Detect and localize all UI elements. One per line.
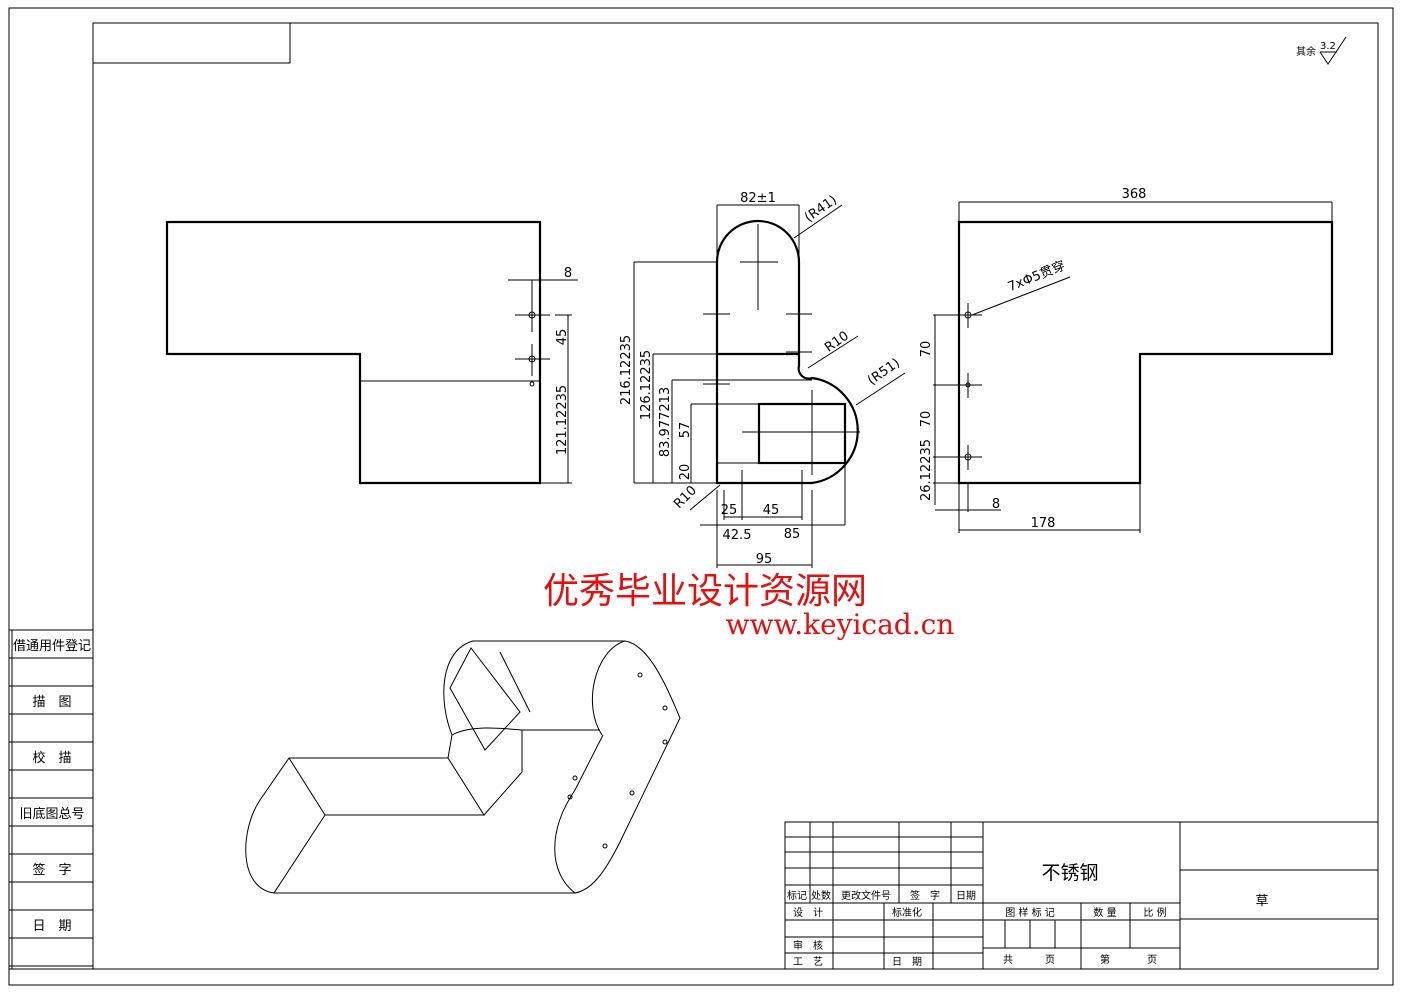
dimension-label: 82±1 [740, 191, 776, 206]
role-label: 工 艺 [793, 956, 823, 968]
front-view: 8 45 121.12235 [165, 220, 578, 485]
mark-header: 比 例 [1143, 906, 1166, 919]
role-label: 设 计 [793, 906, 823, 919]
rev-header: 日期 [956, 890, 976, 902]
page-index-label: 第 [1100, 953, 1110, 966]
dimension-label: 121.12235 [555, 385, 570, 455]
drawing-number-box [92, 22, 291, 64]
sidebar-label: 校 描 [32, 750, 71, 766]
watermark-url: www.keyicad.cn [726, 608, 955, 641]
page-total-label: 共 [1003, 954, 1013, 966]
isometric-view [245, 640, 681, 894]
role-label: 审 核 [793, 939, 823, 952]
drawing-name-label: 草 [1255, 894, 1268, 909]
title-block: 标记 处数 更改文件号 签 字 日期 设 计 标准化 审 核 工 艺 日 期 不… [784, 821, 1379, 970]
sidebar-label: 描 图 [32, 695, 71, 710]
role-label: 日 期 [892, 956, 922, 968]
dimension-label: 368 [1122, 187, 1147, 202]
dimension-label: R10 [822, 329, 852, 356]
role-label: 标准化 [892, 906, 922, 919]
rev-header: 标记 [787, 890, 807, 902]
dimension-label: 70 [919, 341, 934, 358]
mark-header: 数 量 [1093, 906, 1116, 919]
side-view: 82±1 (R41) R10 (R51) 216.12235 126.12235… [619, 191, 906, 568]
dimension-label: R10 [671, 483, 700, 512]
top-view: 368 7xΦ5贯穿 70 70 26.12235 8 178 [919, 187, 1334, 533]
dimension-label: 83.977213 [658, 387, 673, 457]
page-unit-label: 页 [1045, 954, 1055, 966]
dimension-label: 216.12235 [619, 335, 634, 405]
roughness-label: 其余 [1296, 45, 1316, 58]
sidebar-registry: 借通用件登记 描 图 校 描 旧底图总号 签 字 日 期 [9, 629, 93, 970]
sidebar-label: 日 期 [32, 919, 71, 934]
dimension-label: (R41) [802, 193, 840, 226]
dimension-label: 85 [784, 527, 801, 542]
dimension-label: 70 [919, 411, 934, 428]
mark-header: 图 样 标 记 [1005, 906, 1055, 919]
outer-border [8, 7, 1394, 986]
dimension-label: 20 [678, 464, 693, 481]
roughness-value: 3.2 [1320, 41, 1336, 52]
sidebar-label: 借通用件登记 [13, 639, 91, 654]
dimension-label: 45 [555, 329, 570, 346]
dimension-label: 45 [763, 503, 780, 518]
material-label: 不锈钢 [1041, 862, 1098, 884]
dimension-label: (R51) [865, 356, 903, 389]
hole-callout: 7xΦ5贯穿 [1005, 258, 1067, 295]
page-unit-label: 页 [1147, 954, 1157, 966]
dimension-label: 95 [756, 552, 773, 567]
dimension-label: 57 [678, 422, 693, 439]
sidebar-label: 旧底图总号 [19, 806, 84, 822]
dimension-label: 8 [564, 266, 572, 281]
surface-roughness-symbol: 其余 3.2 [1296, 36, 1347, 65]
rev-header: 更改文件号 [841, 889, 891, 902]
dimension-label: 26.12235 [919, 439, 934, 501]
dimension-label: 8 [992, 497, 1000, 512]
rev-header: 处数 [811, 889, 831, 902]
inner-frame [92, 22, 1379, 970]
dimension-label: 42.5 [723, 528, 752, 543]
sidebar-label: 签 字 [32, 862, 71, 878]
rev-header: 签 字 [910, 889, 940, 902]
dimension-label: 25 [721, 503, 738, 518]
dimension-label: 126.12235 [639, 350, 654, 420]
dimension-label: 178 [1031, 516, 1056, 531]
watermark-title: 优秀毕业设计资源网 [543, 571, 867, 612]
